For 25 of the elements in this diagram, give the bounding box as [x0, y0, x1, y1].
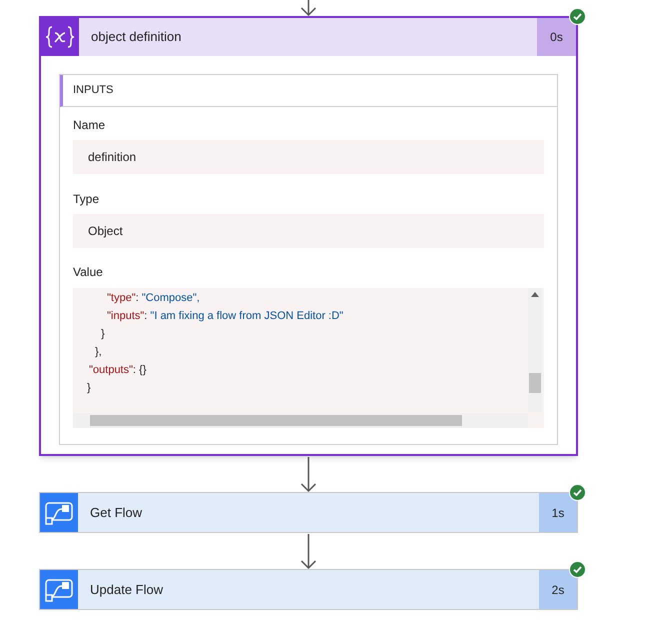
code-line: } [87, 381, 92, 396]
duration-badge: 0s [537, 18, 576, 56]
action-card [39, 569, 578, 610]
code-line: "type": "Compose", [107, 291, 201, 306]
action-title: Get Flow [90, 504, 142, 522]
input-field: definition [73, 140, 544, 174]
code-line: } [101, 327, 106, 342]
duration-badge: 1s [539, 493, 577, 532]
inputs-panel [59, 74, 558, 445]
code-line: }, [95, 345, 103, 360]
input-field: Object [73, 214, 544, 248]
duration-badge: 2s [539, 570, 577, 609]
field-label: Type [73, 191, 100, 208]
arrow [300, 0, 316, 16]
action-title: Update Flow [90, 580, 163, 599]
action-title: object definition [91, 28, 182, 46]
field-label: Value [73, 264, 104, 281]
action-card [39, 16, 578, 456]
code-line: "outputs": {} [89, 363, 148, 378]
arrow [300, 457, 316, 492]
action-card [39, 492, 578, 533]
code-line: "inputs": "I am fixing a flow from JSON Editor :D" [107, 309, 344, 324]
field-label: Name [73, 117, 106, 134]
arrow [300, 534, 316, 569]
section-heading: INPUTS [73, 83, 114, 98]
